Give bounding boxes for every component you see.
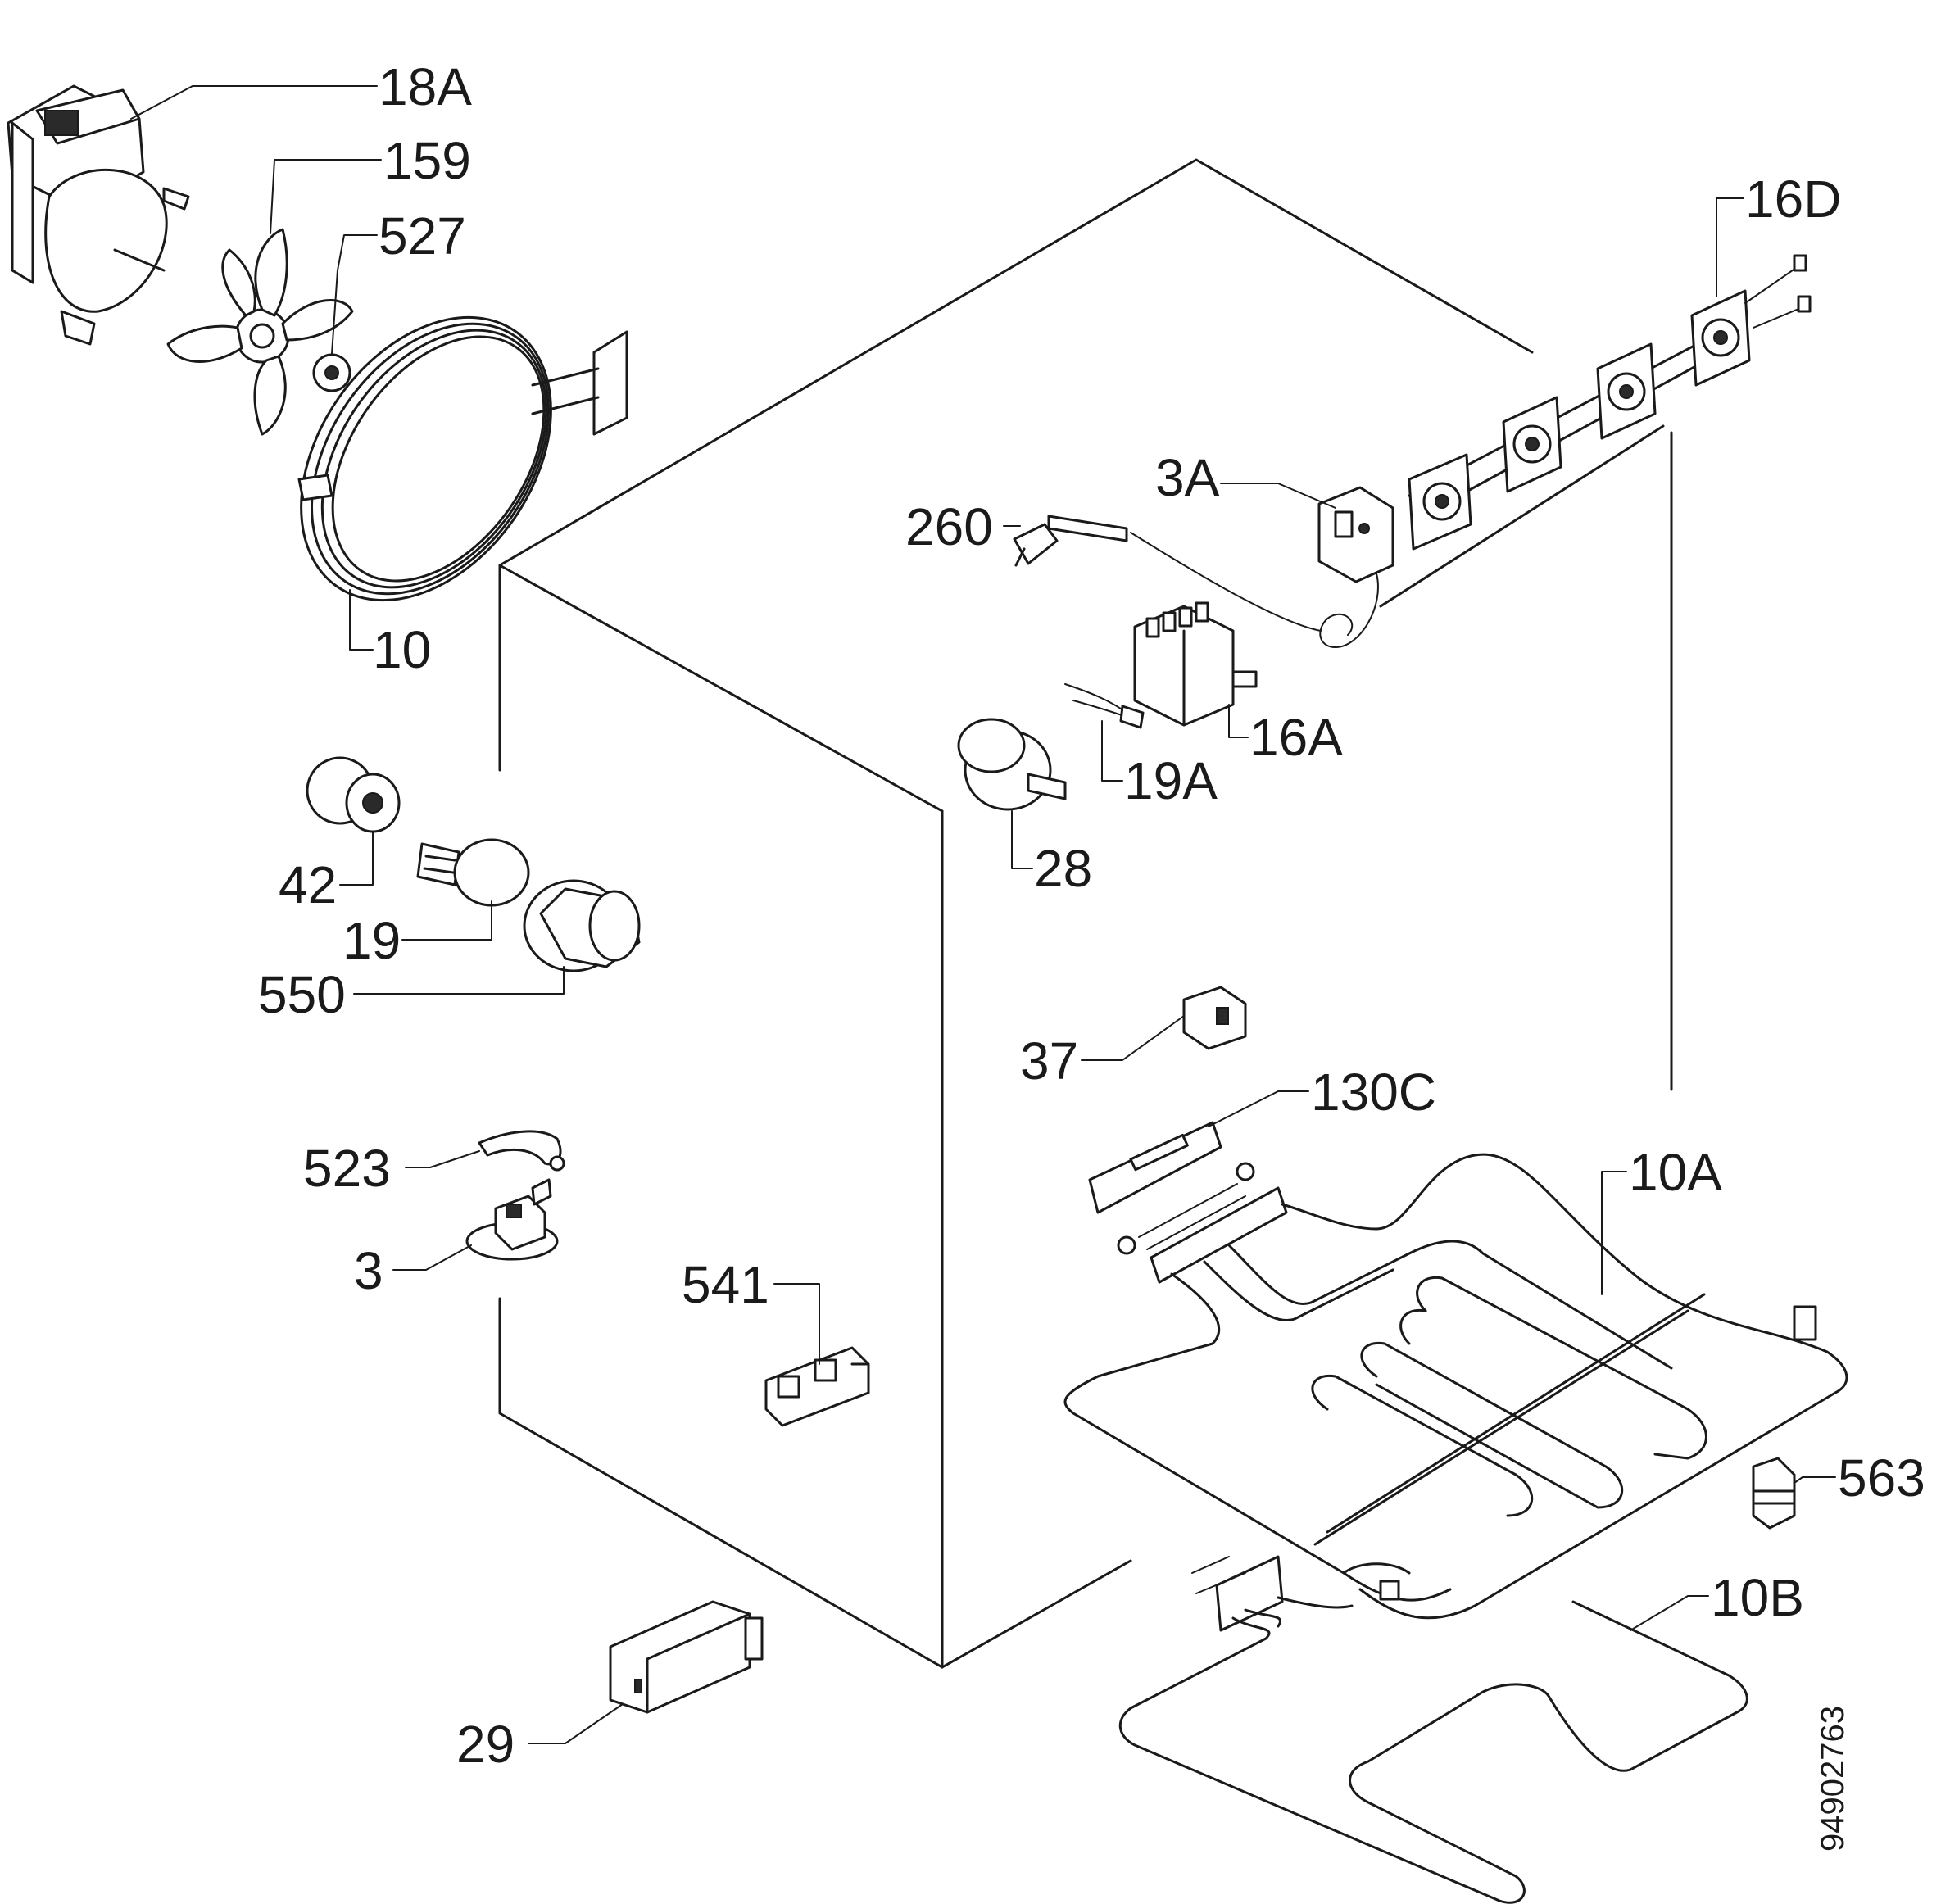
label-541: 541 (682, 1255, 769, 1314)
label-563: 563 (1838, 1448, 1925, 1507)
label-18a: 18A (379, 57, 472, 116)
label-550: 550 (258, 965, 346, 1024)
label-3: 3 (354, 1241, 383, 1300)
label-28: 28 (1034, 839, 1092, 898)
switch-assembly-part (1408, 254, 1812, 551)
lamp-cover-part (523, 879, 641, 972)
grill-heating-element-part (1063, 1153, 1848, 1620)
cable-gland-part (1752, 1457, 1796, 1530)
fixing-bracket-part (478, 1130, 565, 1172)
safety-thermostat-part (465, 1178, 559, 1261)
label-37: 37 (1020, 1031, 1078, 1090)
label-527: 527 (379, 206, 466, 265)
label-19: 19 (342, 911, 401, 970)
fan-nut-part (312, 353, 351, 392)
label-16a: 16A (1249, 708, 1343, 767)
label-19a: 19A (1124, 751, 1218, 810)
lamp-holder-part (306, 756, 401, 833)
label-10b: 10B (1711, 1568, 1804, 1627)
thermostat-part (1047, 486, 1394, 648)
thermostat-control-part (957, 718, 1067, 811)
label-159: 159 (383, 131, 471, 190)
label-16d: 16D (1745, 170, 1841, 229)
door-switch-part (1182, 986, 1247, 1050)
label-10a: 10A (1629, 1143, 1722, 1202)
oven-cabinet-outline (498, 158, 1673, 1669)
fan-blade-part (166, 228, 354, 436)
terminal-bracket-part (1088, 1121, 1288, 1284)
label-10: 10 (373, 620, 431, 679)
label-29: 29 (456, 1715, 515, 1774)
oven-lamp-bulb-part (416, 838, 530, 907)
label-260: 260 (905, 497, 993, 556)
indicator-lamp-part (1064, 683, 1145, 729)
terminal-block-part (764, 1346, 870, 1427)
lower-heating-element-part (1118, 1555, 1748, 1904)
probe-clip-part (1013, 523, 1059, 567)
circular-heating-element-part (297, 315, 628, 602)
label-42: 42 (279, 855, 337, 914)
fan-motor-part (7, 84, 190, 346)
leader-lines (130, 85, 1836, 1744)
label-523: 523 (303, 1139, 391, 1198)
selector-switch-part (1133, 601, 1258, 727)
diagram-reference-code: 94902763 (1815, 1706, 1851, 1852)
electronic-module-part (609, 1600, 764, 1714)
label-3a: 3A (1155, 448, 1220, 507)
label-130c: 130C (1311, 1063, 1436, 1122)
